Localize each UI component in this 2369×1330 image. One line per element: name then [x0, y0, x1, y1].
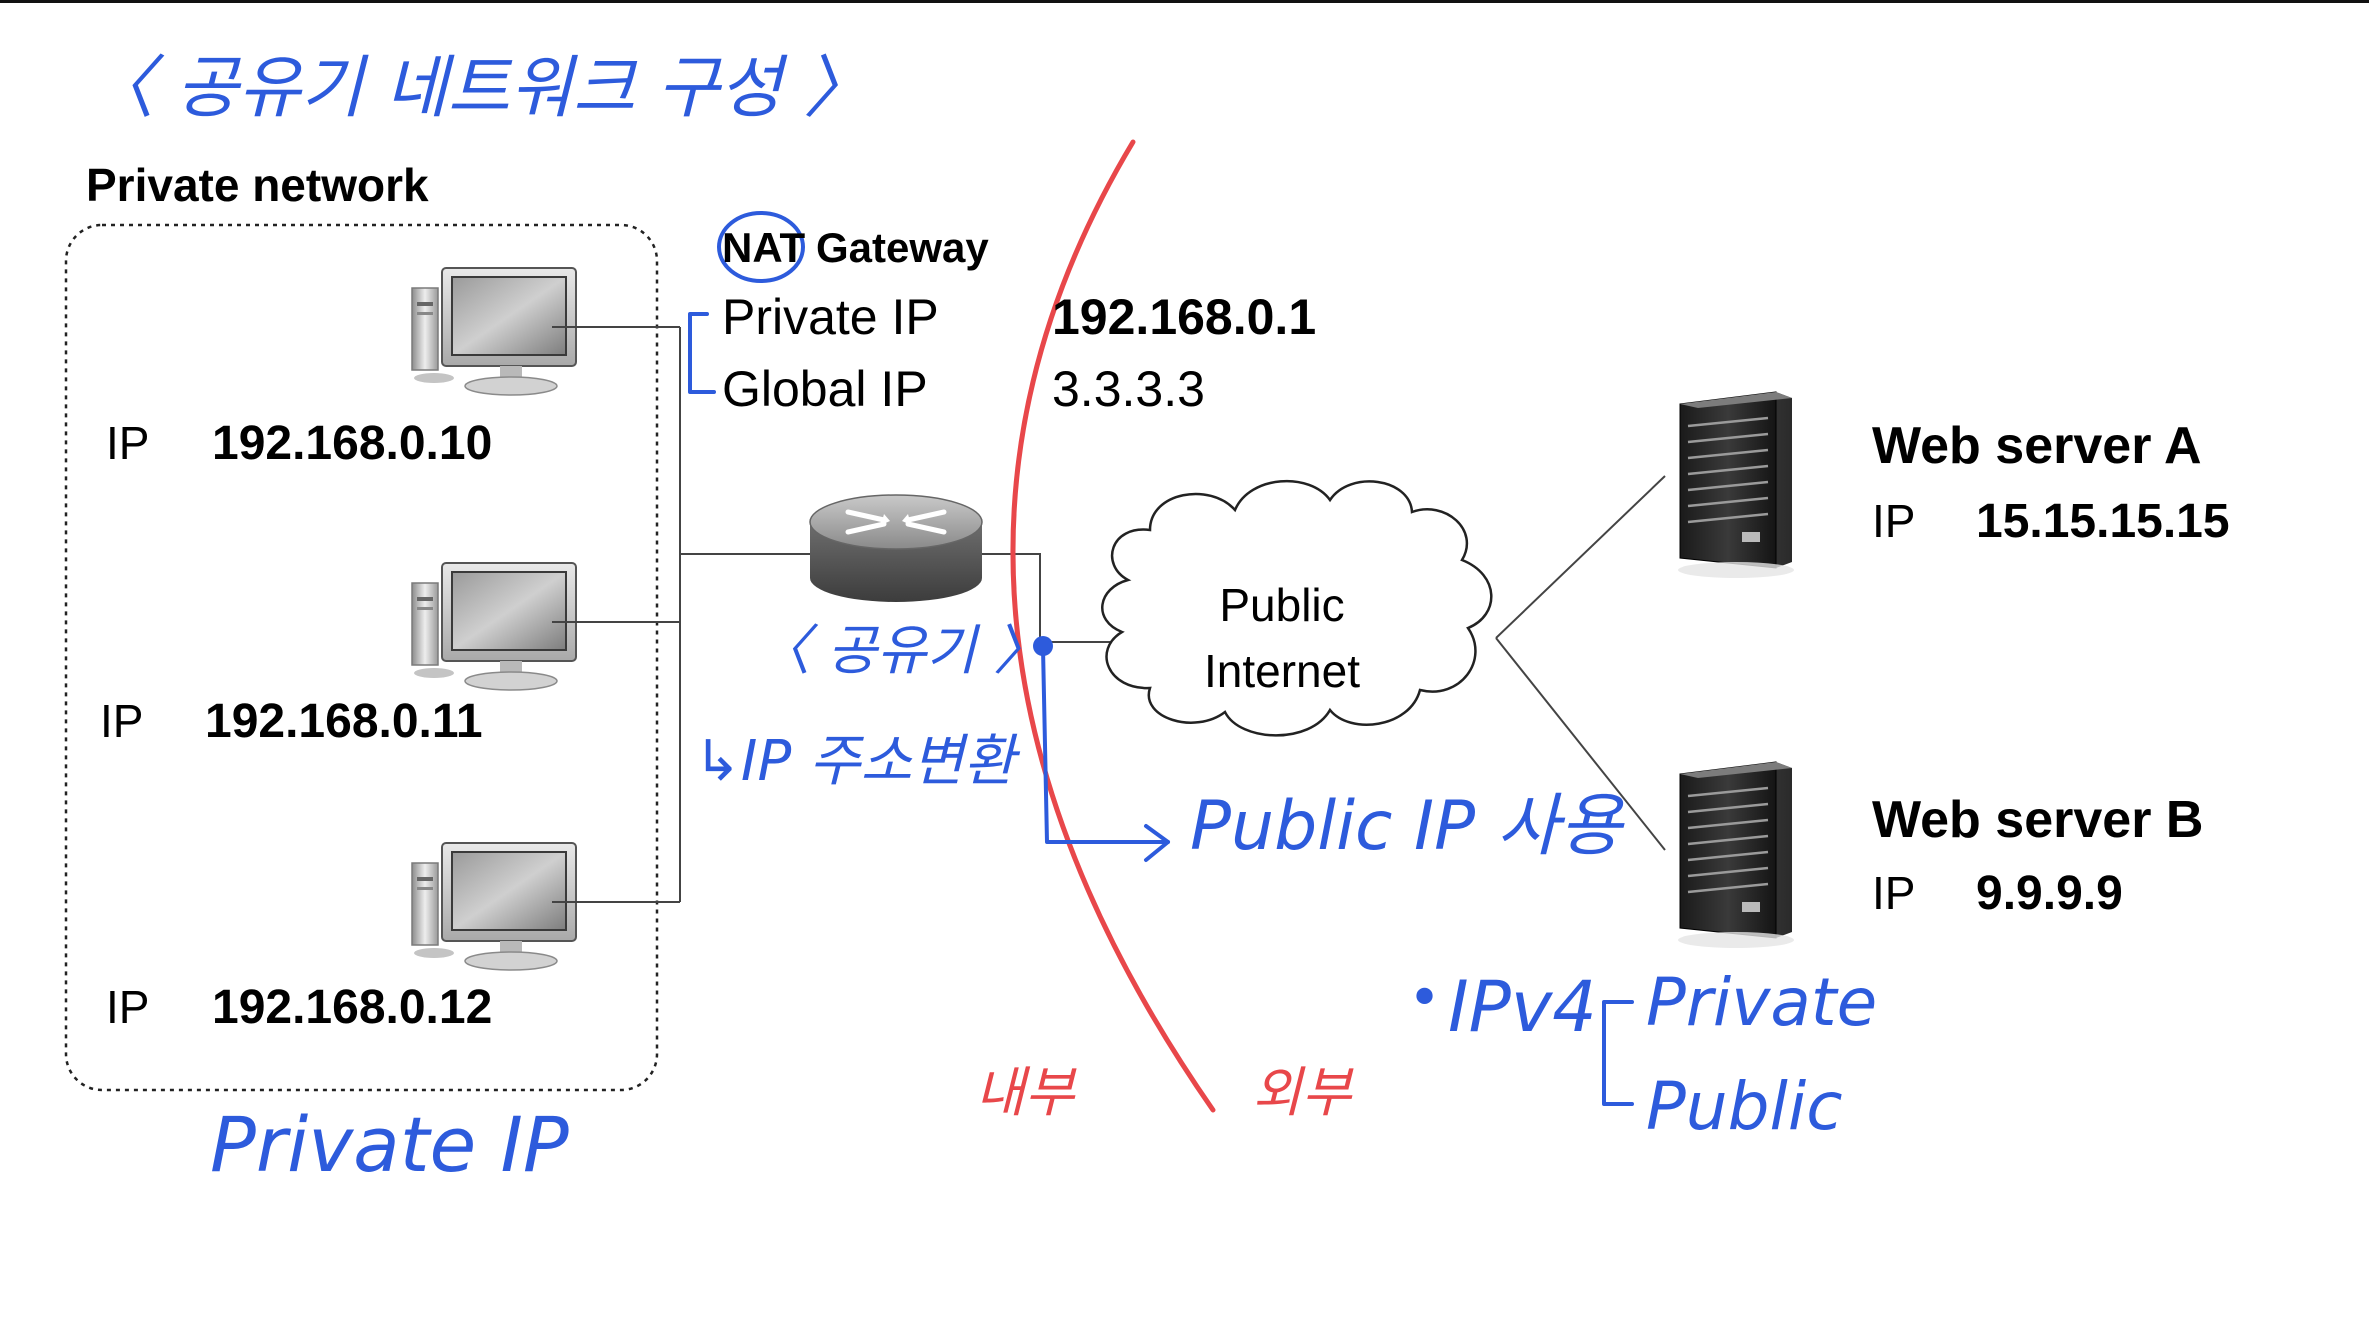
private-network-boundary	[64, 223, 659, 1092]
router-annotation: 〈 공유기 〉	[756, 619, 1048, 682]
gateway-label: Gateway	[816, 224, 989, 271]
private-ip-annotation: Private IP	[210, 1100, 569, 1189]
host-1-ip: 192.168.0.10	[212, 417, 493, 470]
ipv4-type-public: Public	[1646, 1068, 1843, 1145]
nat-circle-mark	[717, 211, 805, 283]
ipv4-label: IPv4	[1448, 966, 1597, 1048]
router-icon	[809, 494, 983, 602]
server-a-ip: 15.15.15.15	[1976, 495, 2230, 548]
public-ip-arrowhead	[1144, 824, 1170, 862]
ipv4-bullet: •	[1408, 966, 1442, 1031]
cloud-label-line2: Internet	[1204, 645, 1360, 697]
pc-icon-1	[411, 267, 577, 396]
page-title: 〈 공유기 네트워크 구성 〉	[86, 49, 872, 128]
global-ip-value: 3.3.3.3	[1052, 361, 1205, 417]
cloud-label-line1: Public	[1219, 579, 1345, 631]
server-b-ip: 9.9.9.9	[1976, 867, 2123, 920]
top-border	[0, 0, 2369, 3]
server-a-name: Web server A	[1872, 417, 2202, 475]
server-b-ip-label: IP	[1872, 867, 1916, 919]
private-ip-value: 192.168.0.1	[1052, 289, 1317, 345]
global-ip-label: Global IP	[722, 361, 928, 417]
ip-bracket-mark	[688, 312, 716, 394]
inside-outside-boundary	[1010, 139, 1216, 1113]
public-ip-annotation: Public IP 사용	[1190, 787, 1622, 866]
ip-conversion-annotation: ↳IP 주소변환	[694, 729, 1016, 794]
host-1-ip-label: IP	[106, 417, 150, 469]
outside-label: 외부	[1252, 1061, 1352, 1124]
internet-cloud	[1101, 479, 1493, 737]
lan-wiring	[552, 326, 1110, 903]
private-ip-label: Private IP	[722, 289, 939, 345]
wan-wiring	[1495, 475, 1666, 851]
private-network-label: Private network	[86, 159, 429, 211]
server-icon-a	[1676, 390, 1796, 580]
public-ip-arrow	[1041, 646, 1170, 844]
host-2-ip-label: IP	[100, 695, 144, 747]
nat-label: NAT	[722, 224, 806, 271]
server-b-name: Web server B	[1872, 791, 2204, 849]
inside-label: 내부	[975, 1061, 1075, 1124]
pc-icon-3	[411, 842, 577, 971]
ipv4-type-private: Private	[1646, 964, 1878, 1041]
host-2-ip: 192.168.0.11	[205, 695, 483, 748]
server-icon-b	[1676, 760, 1796, 950]
ipv4-bracket-mark	[1602, 1000, 1634, 1106]
pc-icon-2	[411, 562, 577, 691]
boundary-point-mark	[1033, 636, 1053, 656]
server-a-ip-label: IP	[1872, 495, 1916, 547]
host-3-ip-label: IP	[106, 981, 150, 1033]
host-3-ip: 192.168.0.12	[212, 981, 493, 1034]
